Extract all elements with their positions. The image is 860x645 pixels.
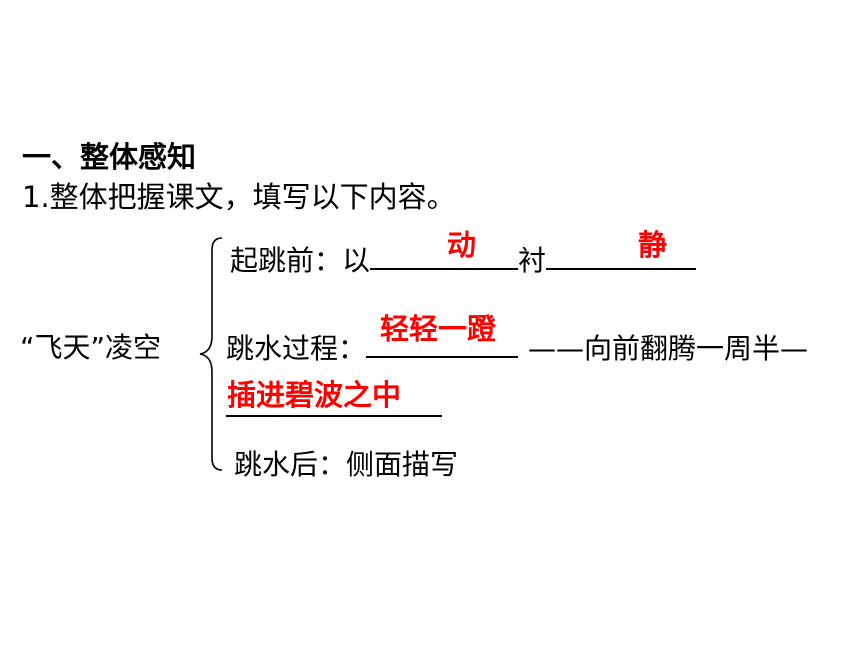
blank-1 <box>370 238 519 270</box>
blank-2 <box>546 238 697 270</box>
after-jump-label: 跳水后：侧面描写 <box>234 448 459 481</box>
blank-4 <box>226 415 442 417</box>
row-during-jump: 跳水过程： ——向前翻腾一周半— <box>226 326 808 367</box>
row-before-jump: 起跳前：以 衬 <box>230 238 697 279</box>
topic-label: “飞天”凌空 <box>20 331 162 364</box>
during-jump-label: 跳水过程： <box>226 332 367 365</box>
before-jump-label: 起跳前：以 <box>230 244 371 277</box>
answer-jing: 静 <box>638 228 668 262</box>
during-jump-middle: ——向前翻腾一周半— <box>528 332 809 365</box>
task-instruction: 1.整体把握课文，填写以下内容。 <box>22 180 456 214</box>
blank-3 <box>366 326 519 358</box>
curly-brace-icon <box>199 237 223 471</box>
answer-chajin-bibo: 插进碧波之中 <box>227 378 402 412</box>
section-heading: 一、整体感知 <box>22 140 197 174</box>
answer-dong: 动 <box>447 228 477 262</box>
answer-qingqing-yi-deng: 轻轻一蹬 <box>380 312 497 346</box>
before-jump-connector: 衬 <box>518 244 547 277</box>
